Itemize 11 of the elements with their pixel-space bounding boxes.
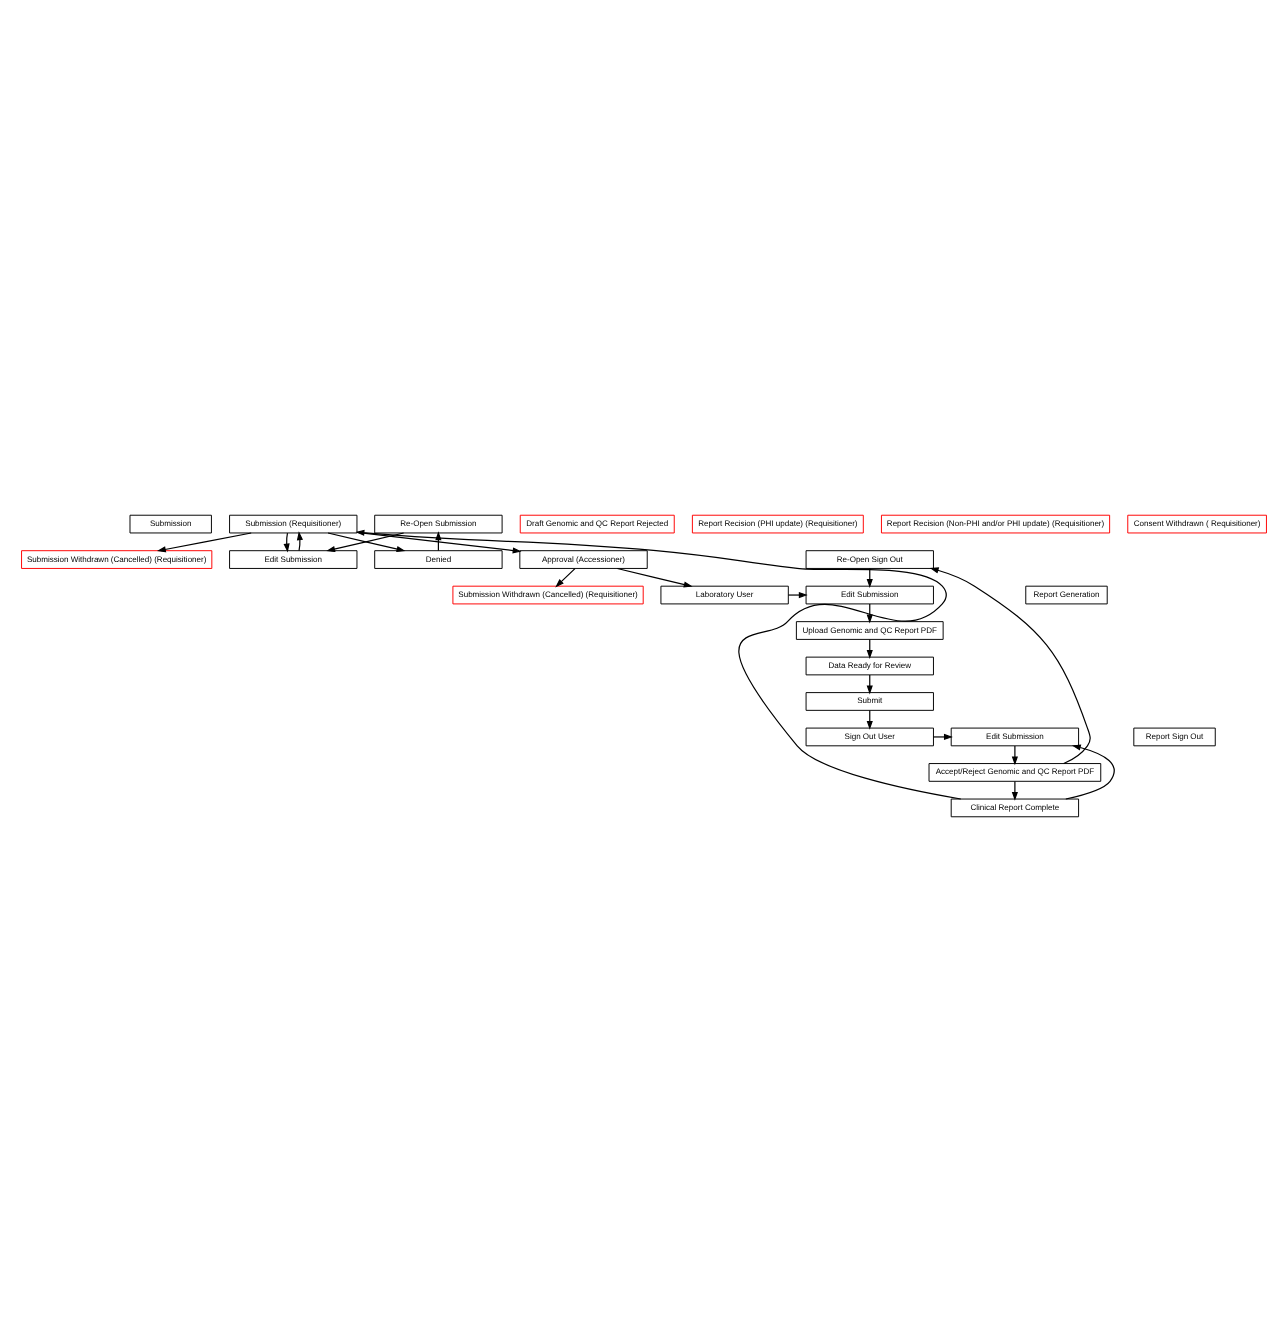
arrow <box>1011 780 1018 801</box>
arrow <box>555 567 576 588</box>
arrow <box>787 591 808 599</box>
arrow <box>1011 745 1018 766</box>
arrow <box>296 531 304 552</box>
arrow <box>932 733 953 741</box>
arrow <box>616 567 693 588</box>
arrow <box>283 532 290 553</box>
arrow <box>1065 744 1115 800</box>
arrow <box>929 567 1091 765</box>
arrow <box>156 532 252 553</box>
